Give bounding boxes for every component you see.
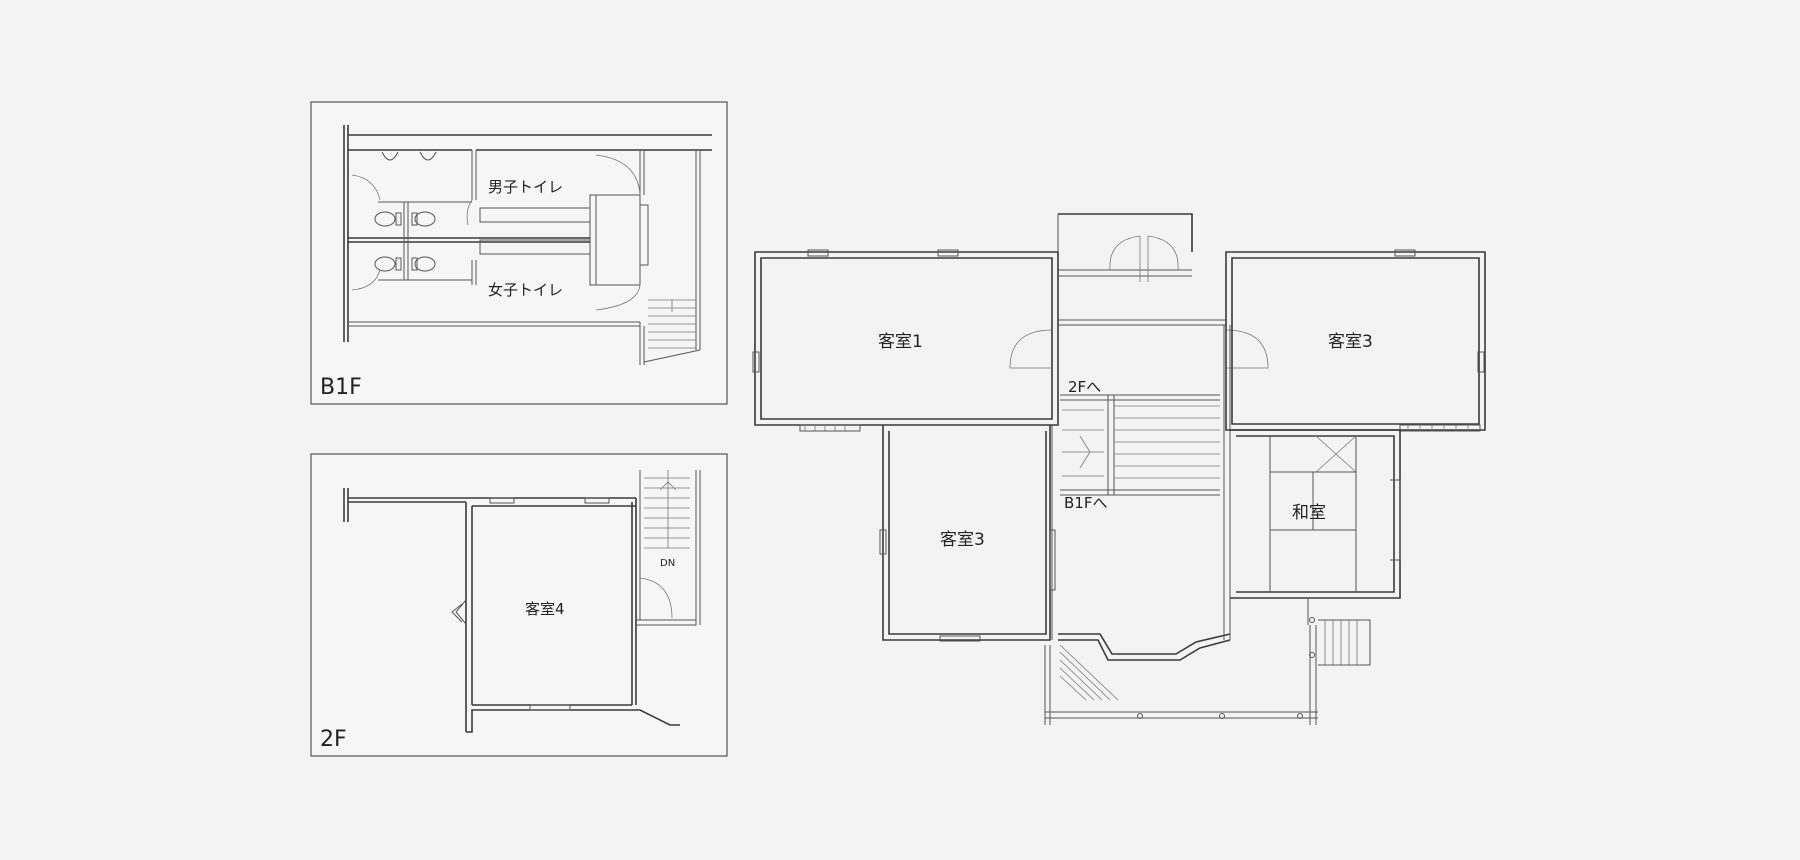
floor-label-2f: 2F bbox=[320, 727, 347, 752]
2f-walls bbox=[343, 470, 701, 733]
panel-b1f-frame bbox=[310, 101, 728, 405]
stair-down-label: B1Fへ bbox=[1064, 494, 1107, 512]
floor-label-b1f: B1F bbox=[320, 375, 362, 400]
guest-room-3-right-label: 客室3 bbox=[1328, 332, 1373, 352]
stair-up-label: 2Fへ bbox=[1068, 378, 1101, 396]
stair-dn-label: DN bbox=[660, 558, 675, 569]
panel-2f: DN 客室4 2F bbox=[310, 453, 728, 757]
b1f-walls bbox=[343, 125, 712, 365]
panel-b1f: 男子トイレ 女子トイレ B1F bbox=[310, 101, 728, 405]
guest-room-1-label: 客室1 bbox=[878, 332, 923, 352]
womens-toilet-label: 女子トイレ bbox=[488, 281, 563, 299]
main-floor-plan: 客室1 客室3 客室3 和室 2Fへ B1Fへ bbox=[752, 213, 1486, 725]
guest-room-3-lower-label: 客室3 bbox=[940, 530, 985, 550]
main-floor-walls bbox=[752, 213, 1486, 725]
guest-room-4-label: 客室4 bbox=[525, 600, 565, 618]
japanese-room-label: 和室 bbox=[1292, 503, 1326, 523]
mens-toilet-label: 男子トイレ bbox=[488, 178, 563, 196]
urinal-icon bbox=[381, 151, 437, 161]
toilet-icon bbox=[374, 211, 436, 272]
